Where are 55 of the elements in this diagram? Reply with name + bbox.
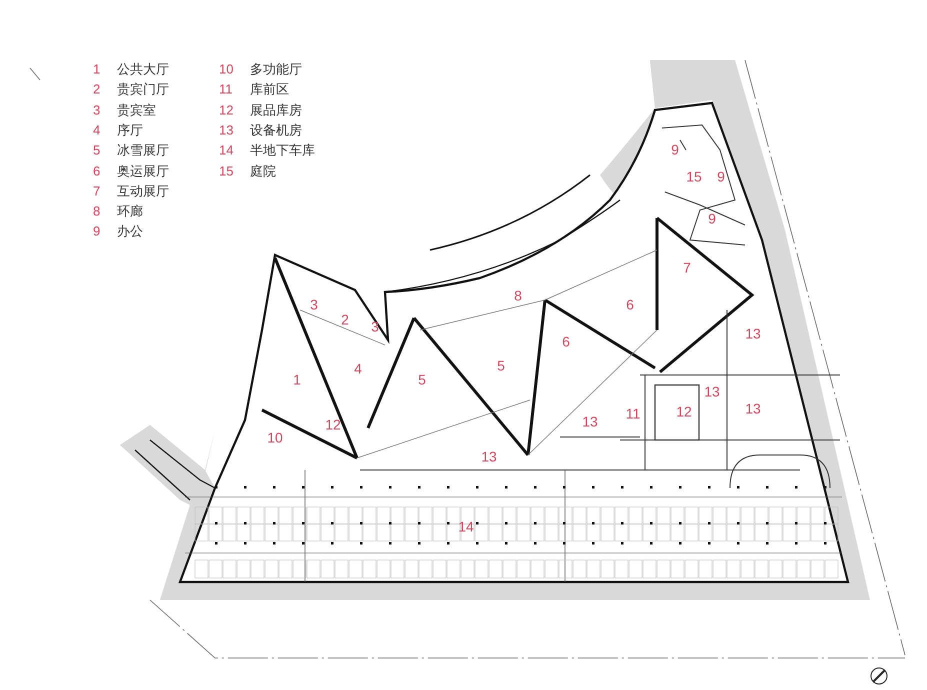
legend-text: 奥运展厅 — [117, 163, 169, 178]
legend-text: 环廊 — [117, 204, 143, 219]
room-number: 3 — [310, 298, 318, 312]
legend-number: 14 — [219, 142, 234, 158]
legend-number: 10 — [219, 62, 234, 76]
room-number: 7 — [683, 260, 691, 276]
legend-text: 序厅 — [117, 122, 143, 138]
legend-number: 3 — [93, 102, 100, 118]
legend-text: 公共大厅 — [117, 62, 169, 76]
legend-number: 12 — [219, 102, 234, 118]
legend-text: 互动展厅 — [117, 183, 169, 198]
room-number: 5 — [497, 358, 505, 374]
legend-number: 9 — [93, 224, 100, 239]
room-number: 8 — [514, 288, 522, 304]
legend-text: 贵宾门厅 — [117, 82, 169, 97]
legend-number: 8 — [93, 204, 100, 219]
legend-text: 多功能厅 — [250, 62, 302, 76]
legend-text: 办公 — [117, 224, 143, 239]
room-number: 9 — [671, 142, 679, 158]
room-number: 9 — [717, 170, 725, 184]
room-number: 12 — [676, 404, 692, 420]
room-number: 13 — [745, 402, 761, 416]
legend-text: 半地下车库 — [250, 142, 315, 158]
room-number: 13 — [582, 414, 598, 430]
room-number: 2 — [341, 312, 349, 328]
room-number: 10 — [267, 430, 283, 446]
legend-number: 11 — [219, 82, 232, 97]
room-number: 11 — [626, 406, 640, 422]
room-number: 5 — [418, 372, 426, 388]
room-number: 12 — [325, 418, 341, 432]
legend-text: 庭院 — [250, 163, 276, 178]
room-number: 6 — [626, 298, 634, 312]
legend-text: 冰雪展厅 — [117, 142, 169, 158]
room-number: 3 — [371, 320, 379, 334]
legend-number: 2 — [93, 82, 100, 97]
room-number: 13 — [481, 450, 497, 464]
legend-number: 6 — [93, 163, 100, 178]
legend-text: 展品库房 — [250, 102, 302, 118]
room-number: 13 — [745, 326, 761, 342]
legend-number: 4 — [93, 122, 100, 138]
legend-number: 15 — [219, 163, 234, 178]
room-number: 6 — [562, 334, 570, 350]
legend-number: 7 — [93, 183, 100, 198]
legend-text: 设备机房 — [250, 122, 302, 138]
room-number: 9 — [708, 212, 716, 226]
room-number: 15 — [686, 170, 702, 184]
room-number: 13 — [704, 384, 720, 400]
legend-number: 13 — [219, 122, 234, 138]
room-number: 1 — [293, 372, 301, 388]
legend-text: 贵宾室 — [117, 102, 156, 118]
legend-text: 库前区 — [250, 82, 289, 97]
legend-number: 5 — [93, 142, 100, 158]
legend-number: 1 — [93, 62, 100, 76]
room-number: 4 — [354, 362, 362, 376]
room-number: 14 — [458, 520, 474, 534]
